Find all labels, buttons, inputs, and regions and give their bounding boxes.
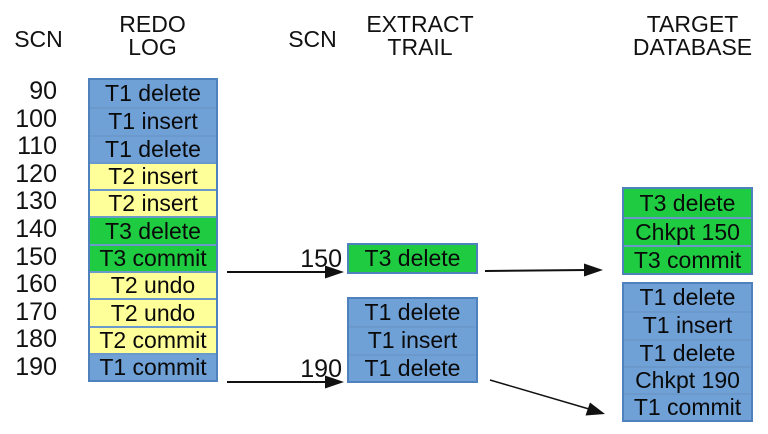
redo-log-header: REDO LOG — [87, 13, 218, 59]
target-db-row: T3 delete — [624, 189, 751, 218]
target-database-header: TARGET DATABASE — [614, 13, 768, 59]
scn-value: 180 — [15, 325, 57, 354]
redo-log-row: T3 delete — [90, 216, 216, 244]
target-db-group-t1: T1 delete T1 insert T1 delete Chkpt 190 … — [622, 282, 753, 423]
extract-trail-row: T1 delete — [349, 299, 476, 327]
target-db-row: T1 delete — [624, 284, 751, 312]
scn-left-header: SCN — [14, 26, 63, 52]
scn-column: 90 100 110 120 130 140 150 160 170 180 1… — [0, 77, 57, 382]
scn-value: 150 — [15, 242, 57, 271]
redo-log-row: T2 undo — [90, 271, 216, 299]
arrow-trail-to-target-t1 — [489, 379, 605, 416]
scn-value: 120 — [15, 159, 57, 188]
scn-value: 190 — [15, 352, 57, 381]
target-db-group-t3: T3 delete Chkpt 150 T3 commit — [622, 187, 753, 276]
target-db-row: T3 commit — [624, 245, 751, 274]
target-db-row: T1 delete — [624, 338, 751, 366]
scn-value: 130 — [15, 187, 57, 216]
extract-trail-header-line1: EXTRACT — [366, 11, 474, 37]
extract-trail-row: T1 insert — [349, 326, 476, 354]
redo-log-row: T1 delete — [90, 134, 216, 162]
scn-value: 90 — [29, 77, 57, 105]
redo-log-row: T3 commit — [90, 243, 216, 272]
extract-trail-group-150: T3 delete — [347, 243, 478, 275]
redo-log-row: T1 delete — [90, 80, 216, 108]
target-db-row: T1 commit — [624, 393, 751, 421]
extract-trail-header: EXTRACT TRAIL — [352, 13, 488, 59]
scn-value: 160 — [15, 270, 57, 299]
trail-scn-190: 190 — [300, 355, 342, 383]
extract-trail-group-190: T1 delete T1 insert T1 delete — [347, 297, 478, 383]
scn-value: 100 — [15, 104, 57, 133]
redo-log-header-line1: REDO — [119, 11, 186, 37]
redo-log-row: T2 undo — [90, 298, 216, 326]
target-database-header-line2: DATABASE — [632, 34, 753, 60]
scn-value: 110 — [17, 132, 57, 161]
redo-log-stack: T1 delete T1 insert T1 delete T2 insert … — [88, 78, 218, 383]
extract-trail-header-line2: TRAIL — [387, 34, 453, 60]
target-db-row: T1 insert — [624, 311, 751, 339]
scn-value: 140 — [15, 214, 57, 243]
extract-trail-row: T3 delete — [349, 245, 476, 273]
redo-log-row: T2 insert — [90, 189, 216, 217]
redo-log-header-line2: LOG — [128, 34, 177, 60]
trail-scn-150: 150 — [300, 245, 342, 273]
scn-value: 170 — [15, 297, 57, 326]
redo-log-row: T1 insert — [90, 107, 216, 135]
arrow-trail-to-target-t3 — [484, 263, 603, 277]
target-db-row: Chkpt 150 — [624, 217, 751, 246]
target-db-row: Chkpt 190 — [624, 365, 751, 394]
redo-log-row: T1 commit — [90, 352, 216, 381]
scn-mid-header: SCN — [288, 26, 337, 52]
redo-log-row: T2 insert — [90, 161, 216, 190]
redo-log-row: T2 commit — [90, 325, 216, 353]
target-database-header-line1: TARGET — [646, 11, 739, 37]
extract-trail-row: T1 delete — [349, 353, 476, 381]
